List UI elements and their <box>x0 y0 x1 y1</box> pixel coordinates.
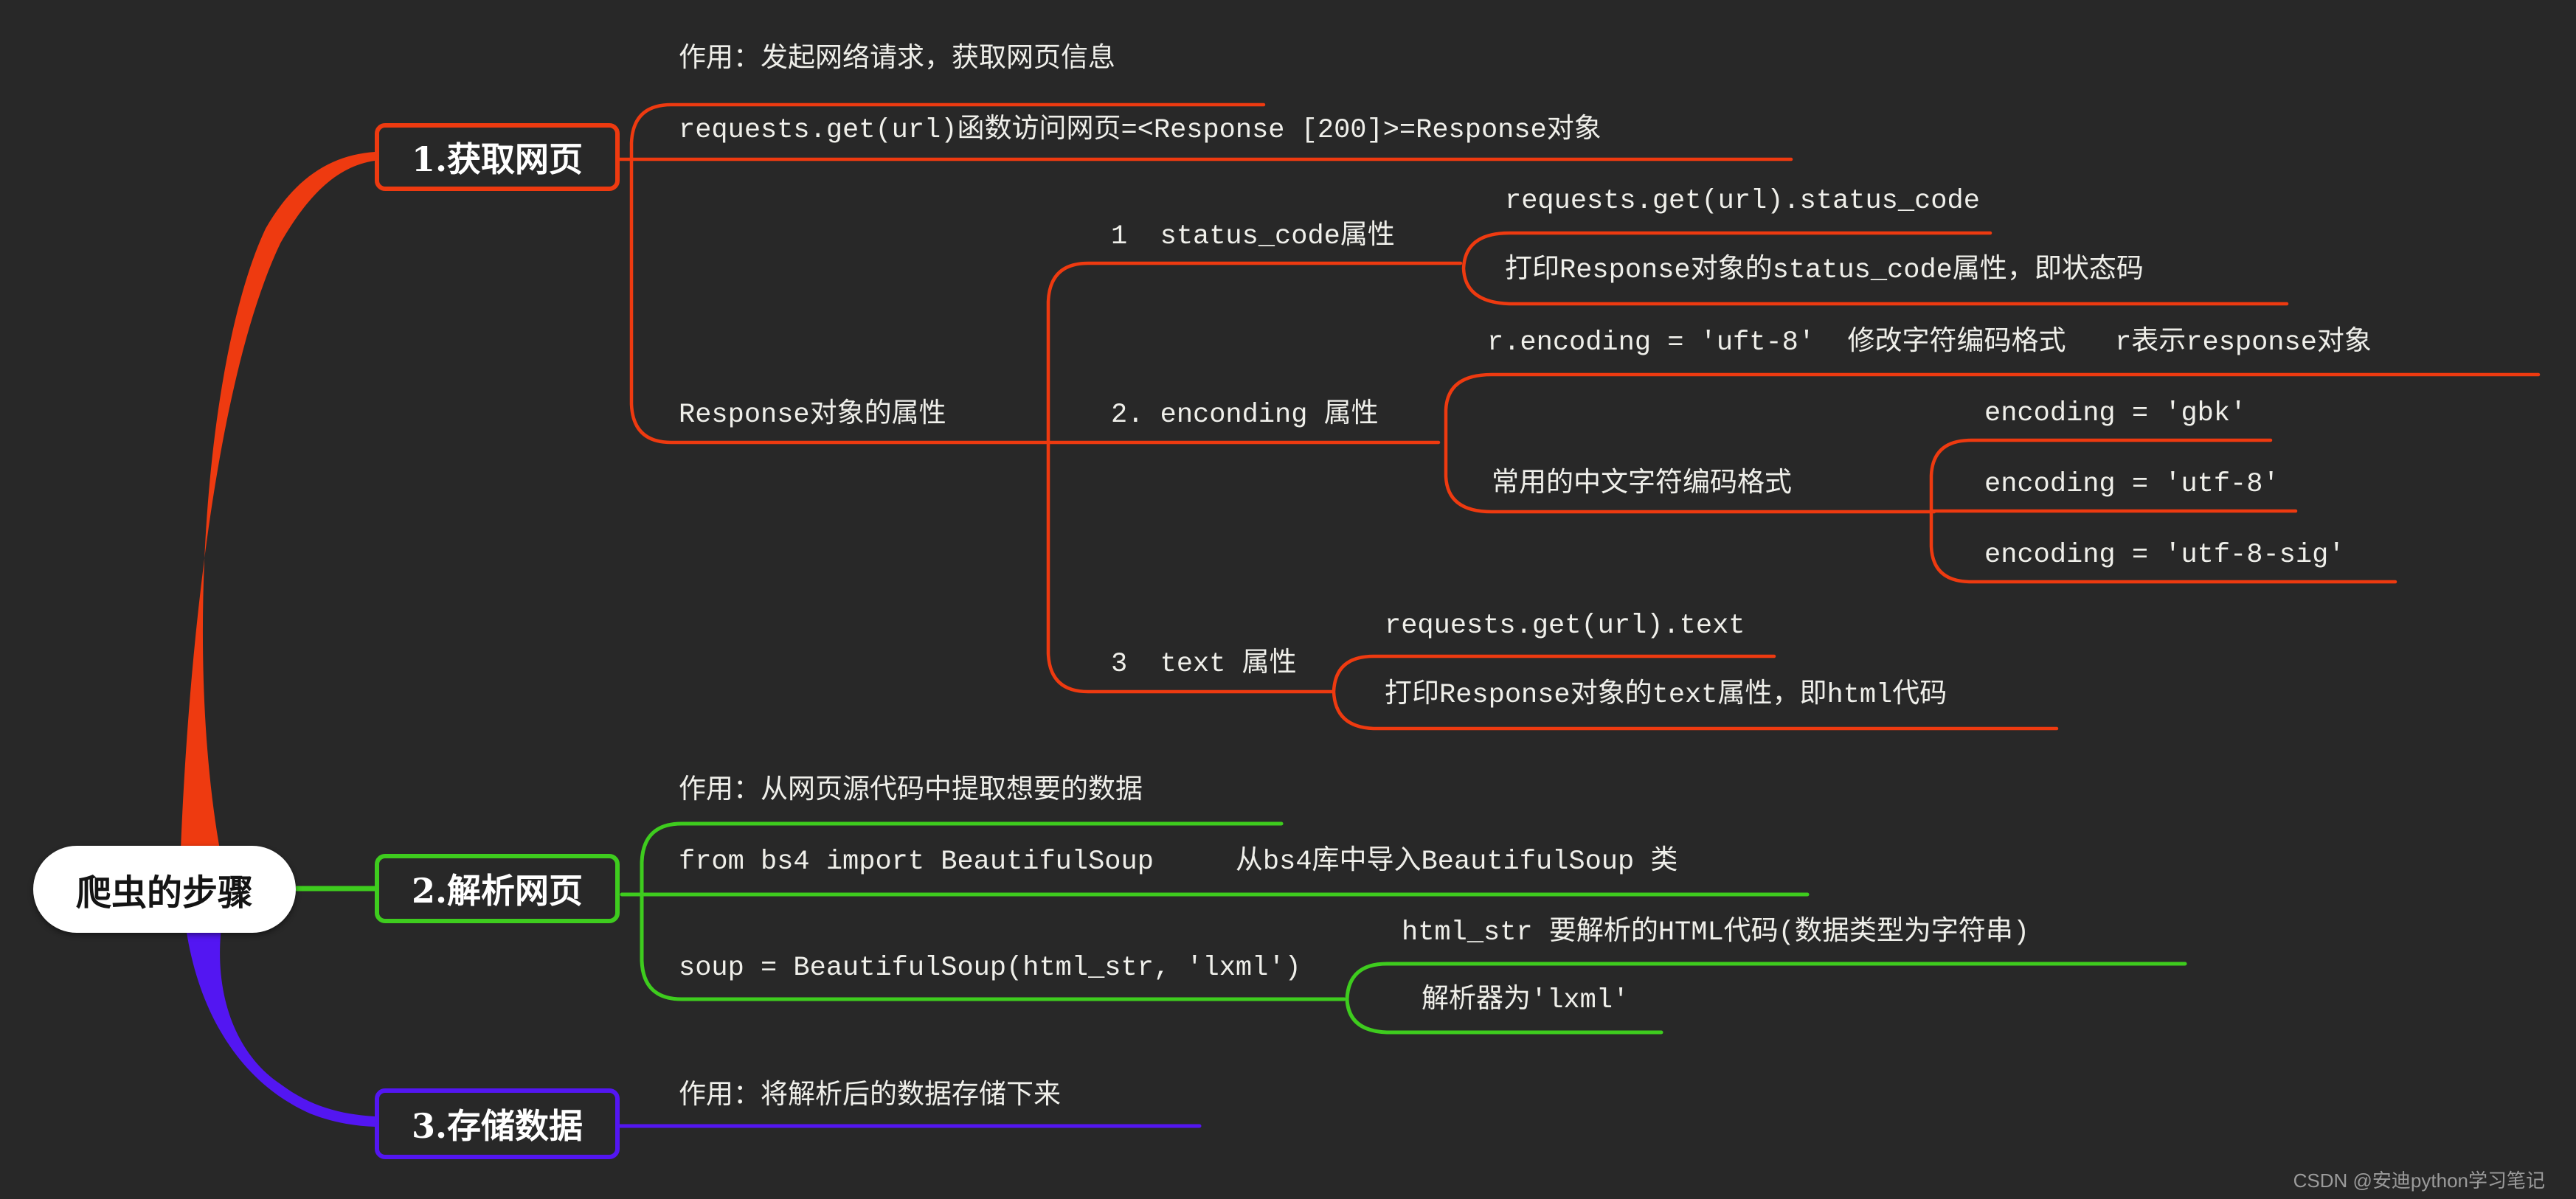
branch-curve-fetch <box>181 152 375 849</box>
leaf-text-usage[interactable]: requests.get(url).text <box>1385 611 1745 642</box>
leaf-encoding-common[interactable]: 常用的中文字符编码格式 <box>1492 469 1792 500</box>
node-parse-page[interactable]: 2.解析网页 <box>375 854 620 923</box>
bracket-status-code-children <box>1461 231 2289 306</box>
leaf-status-code-attr[interactable]: 1 status_code属性 <box>1111 221 1395 252</box>
leaf-status-code-usage[interactable]: requests.get(url).status_code <box>1505 186 1980 217</box>
leaf-encoding-usage[interactable]: r.encoding = 'uft-8' 修改字符编码格式 r表示respons… <box>1487 327 2372 358</box>
leaf-parse-soup[interactable]: soup = BeautifulSoup(html_str, 'lxml') <box>679 953 1301 984</box>
branch-curve-store <box>186 928 375 1127</box>
leaf-parse-purpose[interactable]: 作用：从网页源代码中提取想要的数据 <box>679 776 1143 807</box>
root-topic[interactable]: 爬虫的步骤 <box>33 846 296 933</box>
leaf-response-attrs[interactable]: Response对象的属性 <box>679 400 946 431</box>
brace-fetch-children <box>629 102 1441 445</box>
leaf-encoding-utf8[interactable]: encoding = 'utf-8' <box>1984 469 2279 500</box>
leaf-parse-parser[interactable]: 解析器为'lxml' <box>1422 985 1630 1016</box>
leaf-encoding-utf8sig[interactable]: encoding = 'utf-8-sig' <box>1984 540 2345 571</box>
leaf-store-purpose[interactable]: 作用：将解析后的数据存储下来 <box>679 1081 1061 1112</box>
bracket-text-attr-children <box>1332 654 2059 731</box>
brace-response-attrs-children <box>1046 261 1463 694</box>
bracket-soup-children <box>1345 962 2187 1035</box>
csdn-watermark: CSDN @安迪python学习笔记 <box>2293 1170 2545 1192</box>
leaf-parse-htmlstr[interactable]: html_str 要解析的HTML代码(数据类型为字符串) <box>1402 917 2030 948</box>
node-store-data[interactable]: 3.存储数据 <box>375 1088 620 1159</box>
leaf-parse-import[interactable]: from bs4 import BeautifulSoup 从bs4库中导入Be… <box>679 847 1678 877</box>
node-fetch-page[interactable]: 1.获取网页 <box>375 123 620 191</box>
leaf-status-code-desc[interactable]: 打印Response对象的status_code属性，即状态码 <box>1505 255 2144 286</box>
leaf-fetch-purpose[interactable]: 作用：发起网络请求，获取网页信息 <box>679 44 1115 75</box>
leaf-encoding-attr[interactable]: 2. enconding 属性 <box>1111 400 1379 431</box>
leaf-text-attr[interactable]: 3 text 属性 <box>1111 649 1297 680</box>
bracket-encoding-children <box>1444 372 2541 514</box>
brace-parse-children <box>640 821 1346 1001</box>
leaf-encoding-gbk[interactable]: encoding = 'gbk' <box>1984 398 2247 429</box>
leaf-text-desc[interactable]: 打印Response对象的text属性，即html代码 <box>1385 680 1947 711</box>
leaf-fetch-requests-get[interactable]: requests.get(url)函数访问网页=<Response [200]>… <box>679 115 1602 146</box>
